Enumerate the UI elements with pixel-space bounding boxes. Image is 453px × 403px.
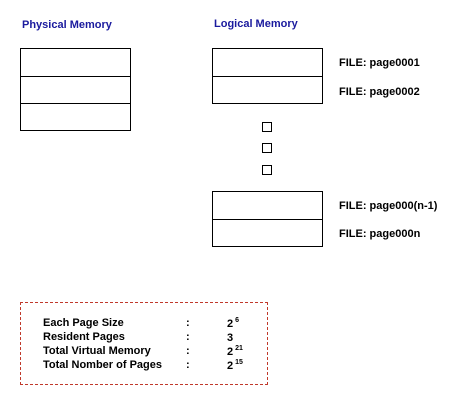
physical-frame <box>20 48 131 77</box>
info-colon: : <box>186 345 190 357</box>
ellipsis-square <box>262 143 272 153</box>
info-base: 2 <box>227 346 234 358</box>
info-key: Resident Pages <box>43 331 125 343</box>
ellipsis-square <box>262 165 272 175</box>
page-label: FILE: page0001 <box>339 57 420 69</box>
info-exponent: 21 <box>235 345 243 352</box>
logical-memory-title: Logical Memory <box>214 18 298 30</box>
info-colon: : <box>186 317 190 329</box>
page-label: FILE: page000(n-1) <box>339 200 438 212</box>
page-label: FILE: page000n <box>339 228 421 240</box>
logical-page-box <box>212 76 323 104</box>
logical-page-box <box>212 219 323 247</box>
logical-page-box <box>212 191 323 220</box>
physical-frame <box>20 103 131 131</box>
ellipsis-square <box>262 122 272 132</box>
physical-memory-title: Physical Memory <box>22 19 112 31</box>
info-exponent: 6 <box>235 317 240 324</box>
info-colon: : <box>186 359 190 371</box>
info-base: 3 <box>227 332 234 344</box>
info-row: Resident Pages : 3 <box>21 331 267 345</box>
info-key: Total Nomber of Pages <box>43 359 162 371</box>
info-key: Each Page Size <box>43 317 124 329</box>
page-label: FILE: page0002 <box>339 86 420 98</box>
info-colon: : <box>186 331 190 343</box>
info-value: 3 <box>227 331 235 344</box>
info-exponent: 15 <box>235 359 243 366</box>
info-base: 2 <box>227 318 234 330</box>
logical-page-box <box>212 48 323 77</box>
info-base: 2 <box>227 360 234 372</box>
physical-frame <box>20 76 131 104</box>
info-key: Total Virtual Memory <box>43 345 151 357</box>
